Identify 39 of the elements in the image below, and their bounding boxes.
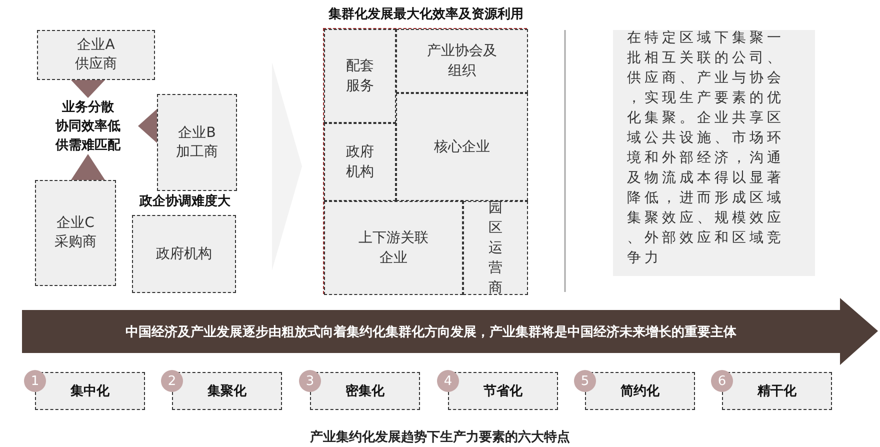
cell-text: 上下游关联企业 [358, 229, 430, 268]
cluster-cell [396, 29, 528, 93]
company-box [37, 30, 155, 80]
box-text: 企业A [77, 36, 115, 55]
box-text: 采购商 [54, 233, 96, 252]
box-text: 供应商 [75, 55, 117, 74]
company-box [157, 94, 237, 191]
cluster-heading: 集群化发展最大化效率及资源利用 [327, 6, 524, 23]
caption: 产业集约化发展趋势下生产力要素的六大特点 [309, 428, 571, 446]
number-badge: 2 [161, 370, 183, 392]
note-text: 政企协调难度大 [138, 192, 232, 211]
problem-text: 协同效率低 [56, 118, 120, 136]
box-text: 企业C [56, 214, 94, 233]
number-badge: 4 [437, 370, 459, 392]
cell-text: 政府机构 [345, 143, 375, 182]
box-text: 加工商 [176, 142, 218, 162]
number-badge: 6 [711, 370, 733, 392]
box-text: 政府机构 [156, 244, 212, 264]
cluster-cell [324, 201, 463, 295]
box-text: 企业B [178, 124, 216, 142]
number-badge: 3 [299, 370, 321, 392]
cluster-cell [463, 201, 528, 295]
cluster-cell [324, 29, 396, 123]
cluster-cell [324, 123, 396, 201]
cell-text: 配套服务 [345, 57, 375, 96]
cell-text: 产业协会及组织 [426, 42, 498, 81]
number-badge: 1 [24, 370, 46, 392]
banner-text: 中国经济及产业发展逐步由粗放式向着集约化集群化方向发展，产业集群将是中国经济未来增长的重要主体 [126, 324, 736, 340]
company-box [35, 180, 116, 286]
triangle-arrow [71, 80, 105, 98]
problem-text: 供需难匹配 [56, 136, 120, 154]
description-text: 在特定区域下集聚一批相互关联的公司、供应商、产业与协会，实现生产要素的优化集聚。企业共享区域公共设施、市场环境和外部经济，沟通及物流成本得以显著降低，进而形成区域集聚效应、规模效应、外部效应和区域竞争力 [627, 29, 786, 268]
triangle-arrow [71, 154, 105, 180]
problem-text: 业务分散 [62, 98, 114, 116]
cluster-cell [396, 93, 528, 201]
cell-text: 核心企业 [433, 138, 491, 157]
number-badge: 5 [574, 370, 596, 392]
arrow-banner [22, 298, 880, 365]
triangle-arrow [138, 109, 157, 143]
